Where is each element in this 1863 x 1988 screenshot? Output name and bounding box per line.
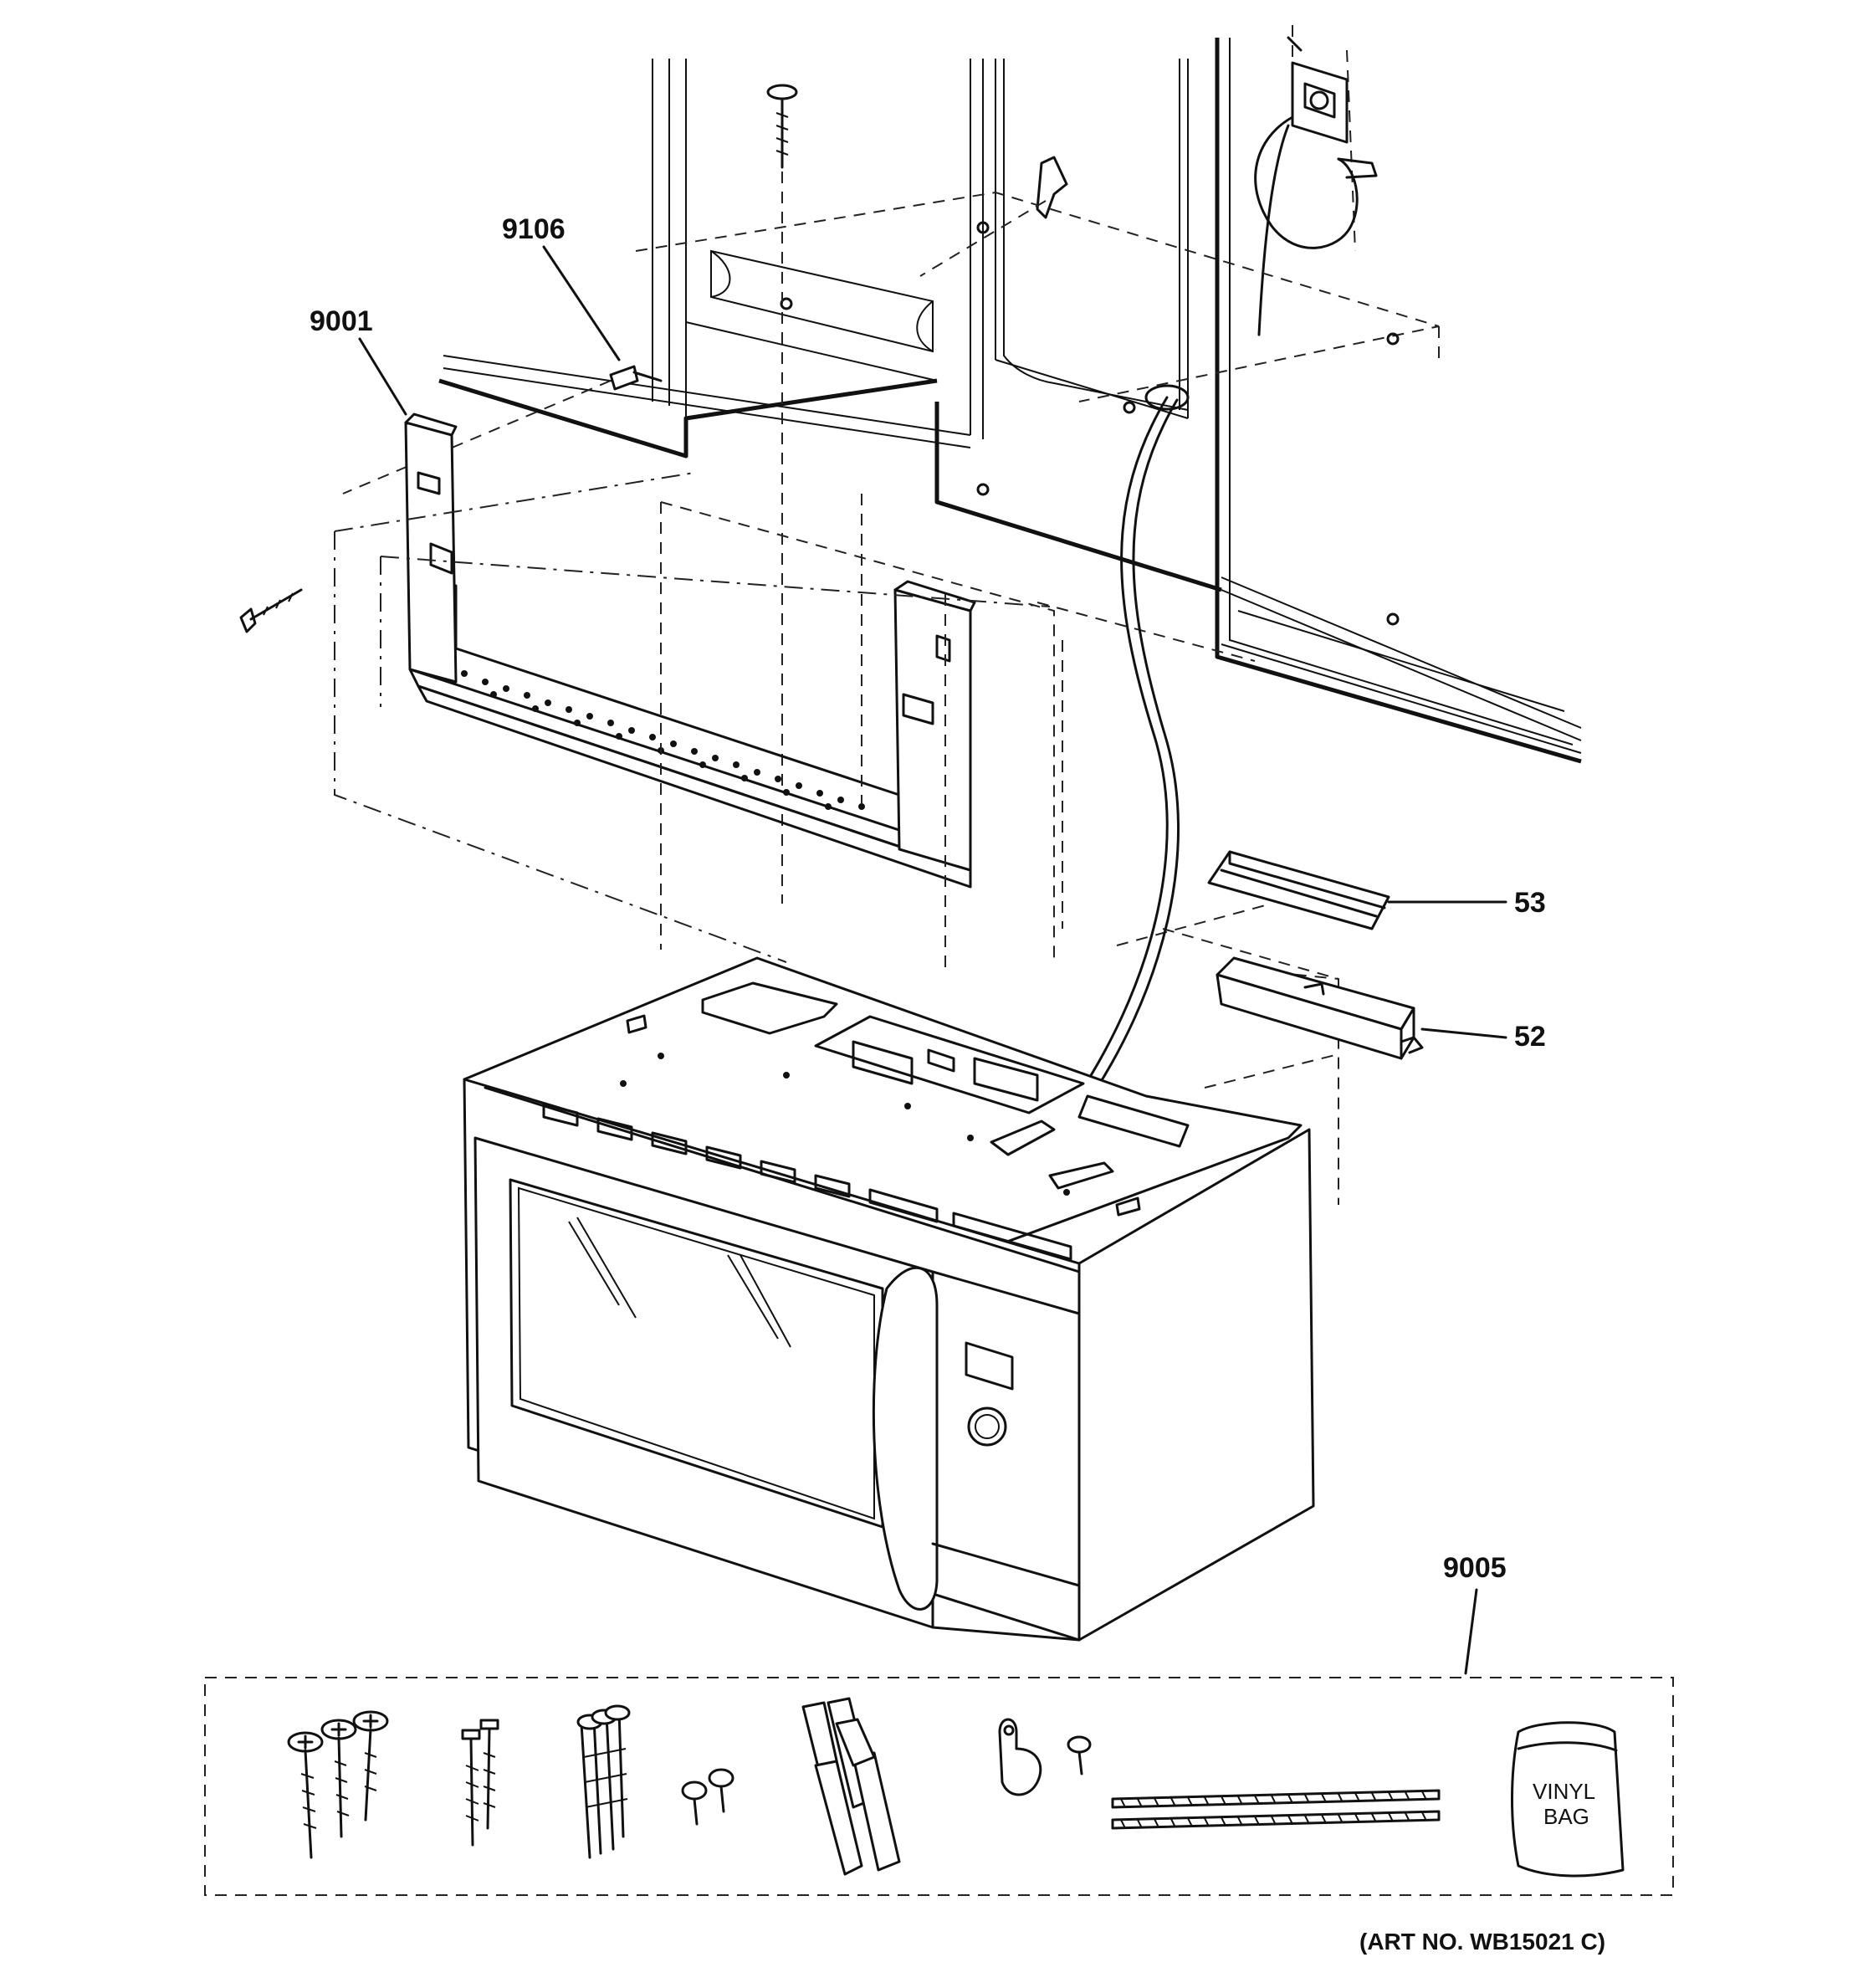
- top-bolt: [766, 84, 798, 904]
- kit-lag-screws: [461, 1719, 499, 1847]
- vinyl-bag-label-1: VINYL: [1533, 1779, 1595, 1804]
- wall-line-lower: [443, 367, 971, 448]
- callout-9106: 9106: [502, 213, 566, 245]
- callout-9001: 9001: [310, 305, 373, 337]
- top-vent-slot: [1077, 1094, 1190, 1148]
- part-9001-mounting-plate: [404, 412, 976, 889]
- kit-toggle-bolts: [576, 1704, 631, 1859]
- center-cabinet: [970, 59, 1189, 439]
- top-mount-plate: [814, 1015, 1085, 1114]
- vinyl-bag-label-2: BAG: [1543, 1804, 1589, 1829]
- microwave-right-side: [1077, 1128, 1315, 1642]
- cabinet-holes: [780, 221, 1400, 626]
- leader-9106: [542, 245, 621, 361]
- left-cabinet: [652, 59, 938, 418]
- toggle-wing: [1036, 156, 1068, 219]
- kit-foam-strips: [1111, 1789, 1441, 1830]
- outlet-screw: [1287, 36, 1303, 52]
- cord-hole: [1144, 384, 1190, 411]
- kit-wood-screws: [287, 1710, 389, 1859]
- kit-small-screws: [681, 1768, 734, 1826]
- top-vents: [542, 1103, 1072, 1261]
- callout-9005: 9005: [1443, 1552, 1507, 1584]
- door-handle: [872, 1266, 939, 1611]
- wall-line-right-1: [1221, 576, 1582, 729]
- power-cord-drop: [1257, 124, 1290, 336]
- wall-line-right-3: [1221, 643, 1582, 754]
- control-panel: [931, 1270, 1081, 1642]
- plate-holes: [461, 670, 865, 810]
- leader-9001: [358, 337, 407, 416]
- kit-cord-clamp: [998, 1718, 1092, 1796]
- power-cord-loop: [1254, 115, 1359, 249]
- top-cutout-left: [701, 981, 838, 1035]
- part-52-duct-adapter: [1216, 956, 1424, 1060]
- plate-right-flange: [893, 588, 972, 872]
- part-53-damper: [1207, 850, 1390, 930]
- wall-and-cabinets: [438, 25, 1582, 764]
- part-9005-hardware-kit: VINYL BAG: [204, 1677, 1674, 1896]
- cabinet-bottom-mid: [934, 402, 1222, 592]
- wall-line-upper: [443, 355, 971, 436]
- top-mount-outline: [635, 191, 1440, 402]
- cord-grommet: [990, 1120, 1056, 1156]
- plate-bottom-rail: [408, 668, 972, 872]
- microwave-oven: [463, 956, 1315, 1642]
- kit-vinyl-bag: VINYL BAG: [1511, 1721, 1625, 1878]
- leader-9005: [1464, 1588, 1478, 1675]
- knob: [967, 1406, 1007, 1447]
- callout-52: 52: [1514, 1021, 1546, 1053]
- kit-dashed-box: [204, 1677, 1674, 1896]
- display: [965, 1341, 1014, 1391]
- callout-53: 53: [1514, 887, 1546, 919]
- top-holes: [620, 1053, 1070, 1196]
- right-cabinet: [1215, 38, 1582, 764]
- cabinet-bottom-left: [438, 378, 938, 459]
- wall-screw: [239, 588, 303, 633]
- leader-52: [1420, 1027, 1507, 1039]
- part-9106-screw: [342, 365, 663, 494]
- art-number: (ART NO. WB15021 C): [1359, 1929, 1605, 1955]
- wall-line-right-2: [1221, 589, 1582, 741]
- callout-leaders: [358, 245, 1507, 1675]
- power-cord: [1040, 396, 1169, 1161]
- wall-outlet: [1287, 25, 1356, 252]
- installation-guides: [334, 472, 1339, 1205]
- cord-clamp: [1337, 157, 1378, 179]
- kit-toggle-wings: [801, 1697, 901, 1876]
